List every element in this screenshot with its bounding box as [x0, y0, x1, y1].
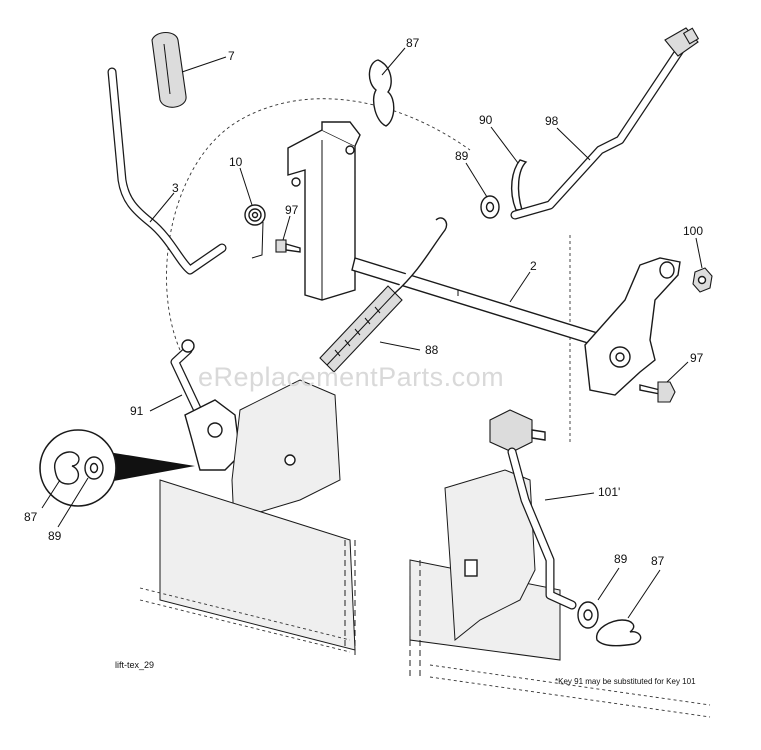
extension-spring-part: [319, 217, 448, 373]
callout-rod: 98: [545, 114, 559, 128]
callout-inset-washer: 89: [48, 529, 62, 543]
washer-bottom-part: [577, 601, 599, 629]
inset-detail: [39, 429, 195, 507]
alt-link-part: [489, 409, 577, 610]
bolt-upper-part: [275, 239, 301, 253]
rod-part: [510, 27, 700, 220]
bracket-right-part: [584, 257, 681, 396]
washer-top-part: [480, 195, 500, 219]
clip-part: [510, 159, 528, 211]
callout-shaft: 2: [530, 259, 537, 273]
hair-pin-bottom-part: [596, 619, 642, 647]
figure-id: lift-tex_29: [115, 660, 154, 670]
bolt-right-part: [639, 381, 676, 403]
footnote: *Key 91 may be substituted for Key 101: [555, 677, 696, 686]
callout-clip: 90: [479, 113, 493, 127]
watermark: eReplacementParts.com: [198, 362, 504, 392]
callout-washer-top: 89: [455, 149, 469, 163]
grip-part: [151, 31, 187, 108]
callout-nut: 100: [683, 224, 703, 238]
deck-bracket-right-part: [444, 469, 536, 641]
callout-alt-link: 101': [598, 485, 620, 499]
callout-pin-top: 87: [406, 36, 420, 50]
callout-inset-pin: 87: [24, 510, 38, 524]
callout-bolt-upper: 97: [285, 203, 299, 217]
nut-part: [692, 267, 713, 293]
callout-extension-spring: 88: [425, 343, 439, 357]
callout-pin-bottom: 87: [651, 554, 665, 568]
callout-grip: 7: [228, 49, 235, 63]
callout-bolt-right: 97: [690, 351, 704, 365]
bracket-upper-part: [287, 121, 361, 301]
leader-lines: [41, 47, 703, 619]
callout-spring-torsion: 10: [229, 155, 243, 169]
hair-pin-top-part: [368, 59, 395, 127]
callout-lever: 3: [172, 181, 179, 195]
torsion-spring-part: [244, 204, 266, 259]
guide-arc: [166, 98, 471, 351]
callout-washer-bottom: 89: [614, 552, 628, 566]
callout-lift-link: 91: [130, 404, 144, 418]
